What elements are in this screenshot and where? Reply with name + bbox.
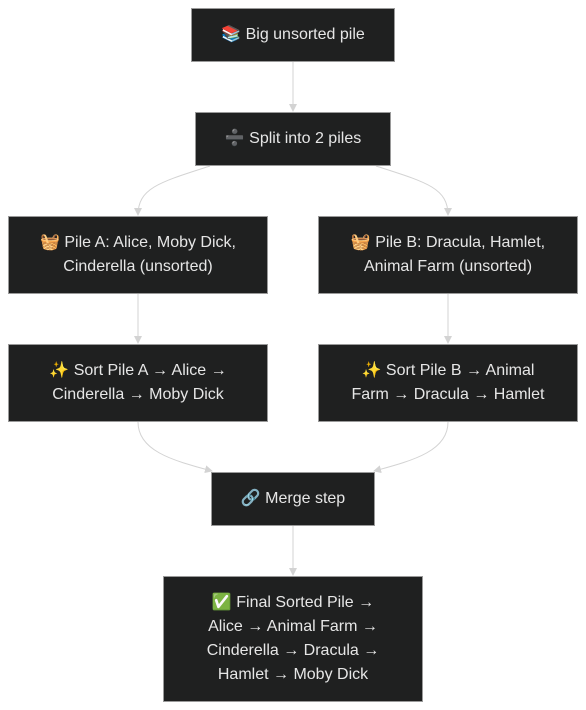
node-final: ✅ Final Sorted Pile → Alice → Animal Far… [163, 576, 423, 702]
node-sort-b-label: ✨ Sort Pile B → Animal Farm → Dracula → … [351, 362, 545, 403]
edge-split-to-pile-a [134, 165, 211, 216]
edge-sort-a-to-merge [137, 421, 213, 474]
node-pile-b-label: 🧺 Pile B: Dracula, Hamlet, Animal Farm (… [350, 234, 546, 275]
edge-split-to-pile-b [375, 165, 452, 216]
node-sort-b: ✨ Sort Pile B → Animal Farm → Dracula → … [318, 344, 578, 422]
node-sort-a-label: ✨ Sort Pile A → Alice → Cinderella → Mob… [49, 362, 227, 403]
node-start: 📚 Big unsorted pile [191, 8, 395, 62]
node-merge-label: 🔗 Merge step [240, 490, 346, 507]
node-sort-a: ✨ Sort Pile A → Alice → Cinderella → Mob… [8, 344, 268, 422]
node-split-label: ➗ Split into 2 piles [224, 130, 362, 147]
node-pile-b: 🧺 Pile B: Dracula, Hamlet, Animal Farm (… [318, 216, 578, 294]
node-pile-a: 🧺 Pile A: Alice, Moby Dick, Cinderella (… [8, 216, 268, 294]
node-split: ➗ Split into 2 piles [195, 112, 391, 166]
node-merge: 🔗 Merge step [211, 472, 375, 526]
edge-sort-b-to-merge [373, 421, 449, 474]
node-final-label: ✅ Final Sorted Pile → Alice → Animal Far… [206, 594, 380, 683]
node-start-label: 📚 Big unsorted pile [221, 26, 365, 43]
node-pile-a-label: 🧺 Pile A: Alice, Moby Dick, Cinderella (… [40, 234, 236, 275]
